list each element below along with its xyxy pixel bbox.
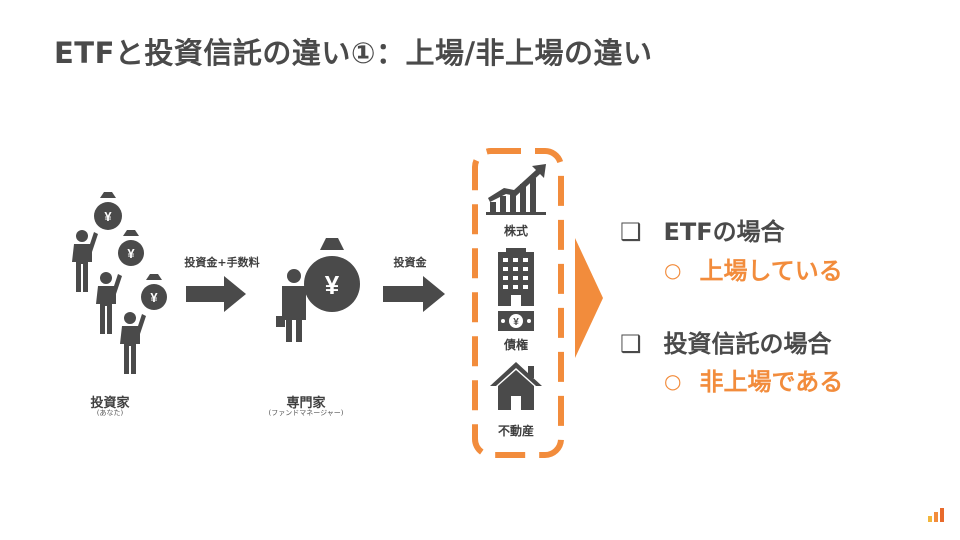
- slide-title: ETFと投資信託の違い①：上場/非上場の違い: [54, 36, 653, 70]
- house-icon: [490, 362, 542, 410]
- arrow2-label: 投資金: [393, 256, 427, 269]
- building-icon: [498, 248, 534, 306]
- investors-illustration: ¥ ¥ ¥: [72, 192, 167, 374]
- money-bag-icon: [94, 192, 122, 230]
- etf-value-item: ○ 上場している: [664, 251, 843, 286]
- expert-sublabel: (ファンドマネージャー): [268, 409, 344, 417]
- businessman-icon: [276, 269, 306, 342]
- right-arrow-icon: [383, 276, 445, 312]
- yen-symbol: ¥: [325, 270, 340, 300]
- money-bag-icon: [304, 238, 360, 312]
- svg-text:¥: ¥: [127, 246, 135, 261]
- brand-logo-icon: [928, 508, 944, 522]
- money-bag-icon: [118, 230, 144, 266]
- right-arrow-icon: [186, 276, 246, 312]
- assets-frame: [472, 148, 564, 458]
- person-icon: [72, 230, 98, 292]
- asset-bond-label: 債権: [503, 338, 528, 352]
- etf-item: ❑ ETFの場合: [620, 212, 785, 247]
- stock-chart-icon: [486, 164, 546, 215]
- asset-stock-label: 株式: [503, 224, 528, 238]
- orange-chevron-arrow-icon: [575, 238, 603, 358]
- expert-label: 専門家: [286, 396, 326, 411]
- arrow1-label: 投資金+手数料: [184, 256, 260, 269]
- investors-sublabel: (あなた): [96, 409, 124, 417]
- banknote-icon: ¥: [498, 311, 534, 331]
- asset-realestate-label: 不動産: [497, 424, 534, 438]
- svg-text:¥: ¥: [150, 290, 158, 305]
- person-icon: [120, 312, 146, 374]
- checkbox-icon: ❑: [620, 218, 642, 246]
- money-bag-icon: [141, 274, 167, 310]
- circle-bullet-icon: ○: [664, 369, 682, 393]
- fund-value-item: ○ 非上場である: [664, 362, 843, 397]
- yen-symbol: ¥: [513, 317, 519, 328]
- investors-label: 投資家: [90, 396, 130, 411]
- etf-label: ETFの場合: [663, 218, 785, 246]
- fund-item: ❑ 投資信託の場合: [620, 324, 832, 359]
- circle-bullet-icon: ○: [664, 258, 682, 282]
- checkbox-icon: ❑: [620, 330, 642, 358]
- etf-value: 上場している: [699, 257, 843, 285]
- fund-value: 非上場である: [699, 368, 844, 396]
- fund-label: 投資信託の場合: [663, 330, 832, 358]
- yen-symbol: ¥: [104, 209, 112, 224]
- person-icon: [96, 272, 122, 334]
- expert-illustration: ¥: [276, 238, 360, 342]
